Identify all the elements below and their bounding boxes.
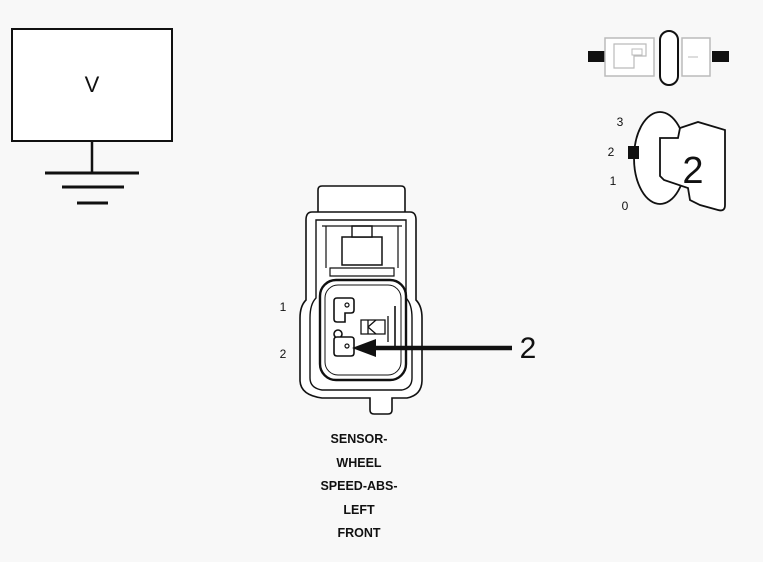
connector-name-line-4: LEFT	[343, 503, 375, 517]
connector-lock-tab	[341, 236, 383, 266]
connector-pin-2	[333, 336, 355, 357]
connector-latch	[317, 185, 406, 216]
ignition-position-2: 2	[608, 145, 615, 159]
ignition-key-label: 2	[682, 150, 703, 192]
ground-icon	[45, 171, 139, 205]
ignition-key	[659, 121, 726, 212]
voltmeter-symbol: V	[85, 72, 100, 97]
connector-disconnected-icon	[588, 30, 729, 86]
voltmeter: V	[11, 28, 173, 205]
connector-name-line-3: SPEED-ABS-	[320, 479, 397, 493]
connector-name-line-1: SENSOR-	[331, 432, 388, 446]
connector-name: SENSOR- WHEEL SPEED-ABS- LEFT FRONT	[320, 432, 397, 540]
connector-key-icon	[360, 319, 386, 335]
pin-label-1: 1	[280, 300, 287, 314]
callout-label: 2	[520, 332, 537, 365]
callout-arrow	[352, 339, 512, 357]
ignition-position-3: 3	[617, 115, 624, 129]
pin-label-2: 2	[280, 347, 287, 361]
voltmeter-box	[11, 28, 173, 142]
connector-face	[299, 185, 423, 415]
connector-name-line-2: WHEEL	[336, 456, 382, 470]
ignition-position-marker	[628, 146, 639, 159]
connector-name-line-5: FRONT	[337, 526, 380, 540]
ignition-switch-icon: 2 3 2 1 0	[608, 111, 726, 213]
ignition-position-1: 1	[610, 174, 617, 188]
ignition-position-0: 0	[622, 199, 629, 213]
